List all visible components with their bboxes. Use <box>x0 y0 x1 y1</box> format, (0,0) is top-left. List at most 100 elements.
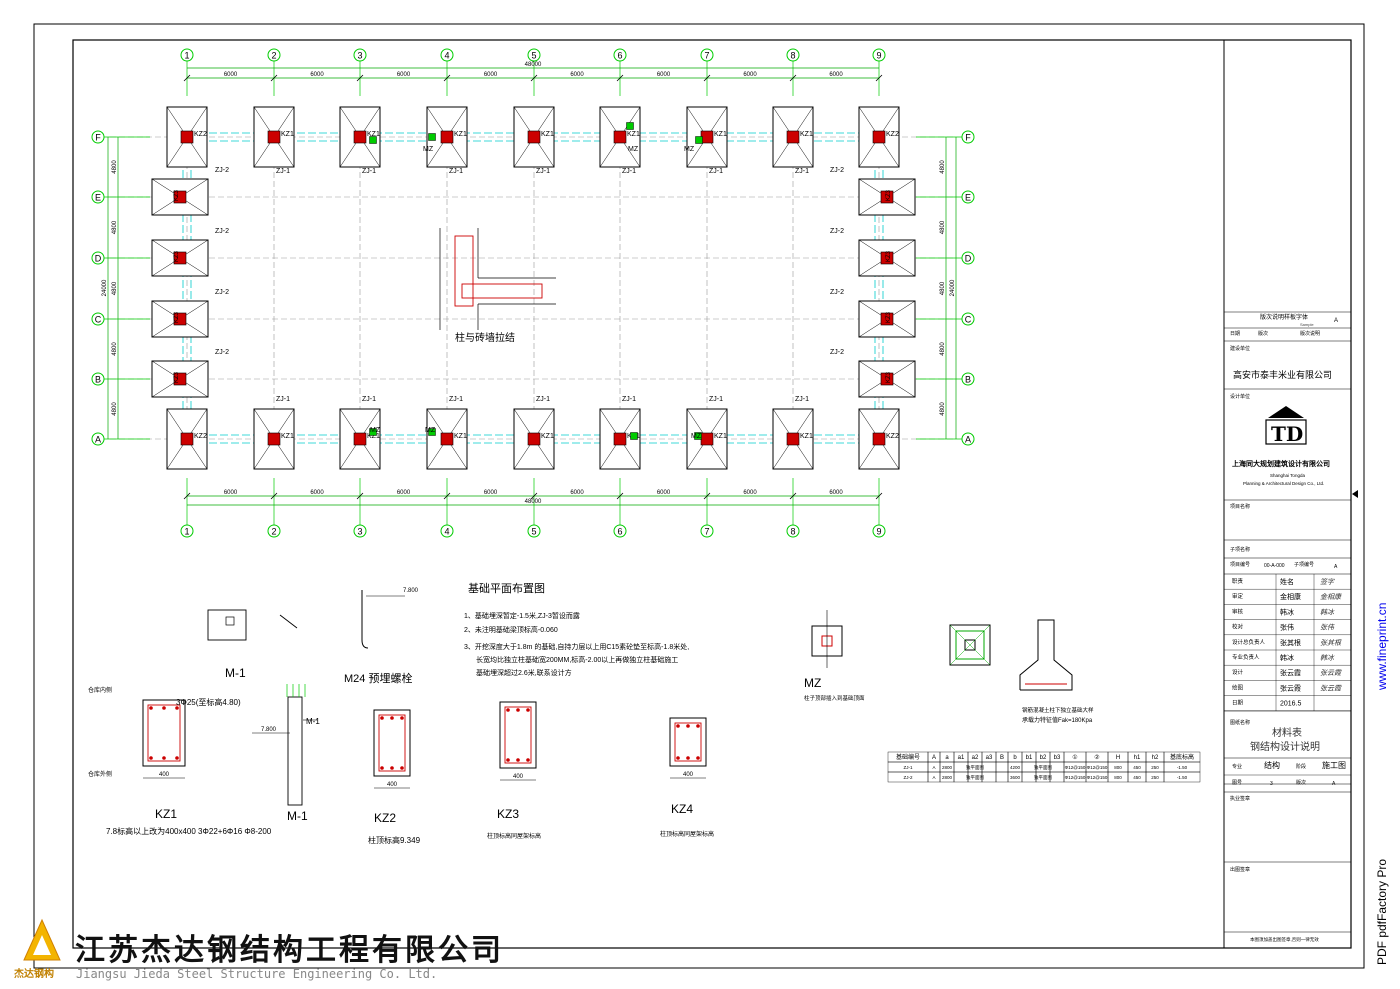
table-cell <box>1049 771 1065 783</box>
watermark-product: PDF pdfFactory Pro <box>1375 859 1389 965</box>
kz2-detail-bar <box>390 766 394 770</box>
table-value: 2800 <box>942 765 953 770</box>
table-cell <box>1049 761 1065 773</box>
column-label-kz3: KZ3 <box>886 189 892 201</box>
sub-no-label: 子项编号 <box>1294 561 1314 568</box>
table-value: -1.50 <box>1177 775 1188 780</box>
detail-m24-label: M24 预埋螺栓 <box>344 671 412 685</box>
column-label: KZ1 <box>454 131 467 138</box>
grid-bubble-row-label: A <box>965 435 971 445</box>
column-section <box>872 432 886 446</box>
table-cell <box>981 761 997 773</box>
m24-bolt <box>361 590 369 649</box>
table-header: h1 <box>1134 755 1141 761</box>
role-name: 金相康 <box>1280 592 1301 601</box>
column-section <box>880 312 894 326</box>
zj-label: ZJ-1 <box>536 396 550 403</box>
detail-kz4-note: 柱顶标高同屋架标高 <box>660 830 714 838</box>
column-label: KZ2 <box>194 433 207 440</box>
mz-label: MZ <box>425 427 436 434</box>
kz3-detail-stirrup <box>504 706 532 764</box>
zj-label: ZJ-1 <box>449 396 463 403</box>
detail-m1-elev-label: M-1 <box>287 809 308 823</box>
kz1-detail-bar <box>149 756 153 760</box>
firm-logo-roof-icon <box>1268 406 1304 418</box>
role-signature: 韩冰 <box>1320 654 1335 662</box>
role-title: 绘图 <box>1232 683 1244 691</box>
foundation-diagonal <box>949 624 991 666</box>
table-header: ① <box>1072 754 1077 761</box>
column-label: KZ1 <box>714 131 727 138</box>
column-label-kz3: KZ3 <box>174 250 180 262</box>
table-header: 基础编号 <box>896 753 920 761</box>
kz2-detail-bar <box>400 766 404 770</box>
m1-hole <box>225 616 235 626</box>
dim-spacing-x: 6000 <box>570 72 584 78</box>
dim-tick <box>875 74 883 82</box>
dim-total-y: 24000 <box>102 279 108 296</box>
dim-tick <box>789 74 797 82</box>
detail-mz-label: MZ <box>804 676 821 690</box>
table-header: H <box>1116 755 1120 761</box>
footing-main: KZ1 <box>599 106 641 168</box>
column-section <box>700 130 714 144</box>
dim-tick <box>875 492 883 500</box>
footing-edge <box>151 178 209 216</box>
elevation-7800-b: 7.800 <box>261 727 277 733</box>
firm-name-cn: 上海同大规划建筑设计有限公司 <box>1232 459 1330 468</box>
zj-label: ZJ-2 <box>830 228 844 235</box>
column-label: KZ1 <box>541 131 554 138</box>
version-label: 版次 <box>1296 779 1306 786</box>
grid-bubble-col-label: 5 <box>531 51 536 61</box>
kz4-detail-bar <box>676 756 680 760</box>
dim-row-y: 4800 <box>940 402 946 416</box>
kz2-detail-stirrup <box>378 714 406 772</box>
footing-main: KZ1 <box>253 408 295 470</box>
grid-bubble-col-label: 7 <box>704 527 709 537</box>
watermark-url[interactable]: www.fineprint.cn <box>1375 603 1389 691</box>
role-name: 姓名 <box>1280 577 1294 586</box>
firm-logo-box <box>1265 419 1307 445</box>
wall-tie-detail <box>439 228 556 330</box>
detail-kz4-label: KZ4 <box>671 802 693 816</box>
kz1-detail-bar <box>175 756 179 760</box>
grid-bubble-col-label: 6 <box>617 51 622 61</box>
kz1-detail: 400 <box>142 699 186 779</box>
column-section <box>786 432 800 446</box>
column-section <box>173 312 187 326</box>
column-label-kz3: KZ3 <box>174 189 180 201</box>
table-value: Φ12@150 <box>1087 765 1108 770</box>
m1-elev-col <box>287 696 303 806</box>
table-header: 基底标高 <box>1170 753 1194 761</box>
note-3: 3、开挖深度大于1.8m 的基础,自持力层以上用C15素砼垫至标高-1.8米处, <box>464 642 689 651</box>
client-name: 高安市泰丰米业有限公司 <box>1233 369 1332 380</box>
dim-tick <box>183 74 191 82</box>
dim-spacing-x: 6000 <box>397 72 411 78</box>
footing-main: KZ2 <box>858 408 900 470</box>
dim-row-y: 4800 <box>940 281 946 295</box>
role-title: 专业负责人 <box>1232 653 1260 661</box>
column-section <box>527 130 541 144</box>
table-header: b3 <box>1054 755 1061 761</box>
rev-label: 版次说明样板字体 <box>1260 313 1308 321</box>
footing-main: KZ1 <box>686 408 728 470</box>
table-header: b1 <box>1026 755 1033 761</box>
embedded-plate <box>630 432 638 440</box>
note-3c: 基础埋深超过2.6米,联系设计方 <box>476 668 572 677</box>
footing-main: KZ1 <box>339 408 381 470</box>
mz-label: MZ <box>628 146 639 153</box>
zj-label: ZJ-2 <box>215 349 229 356</box>
sheet-no: 3 <box>1270 781 1273 787</box>
dim-spacing-x: 6000 <box>484 490 498 496</box>
dim-tick <box>703 74 711 82</box>
dim-spacing-x: 6000 <box>224 72 238 78</box>
table-header: b <box>1013 755 1017 761</box>
kz2-detail-bar <box>380 766 384 770</box>
dim-spacing-x: 6000 <box>657 72 671 78</box>
column-section <box>613 130 627 144</box>
table-value: ZJ-1 <box>904 765 913 770</box>
dim-tick <box>530 492 538 500</box>
dim-row-y: 4800 <box>112 281 118 295</box>
kz4-detail-bar <box>696 724 700 728</box>
column-label-kz3: KZ3 <box>886 311 892 323</box>
